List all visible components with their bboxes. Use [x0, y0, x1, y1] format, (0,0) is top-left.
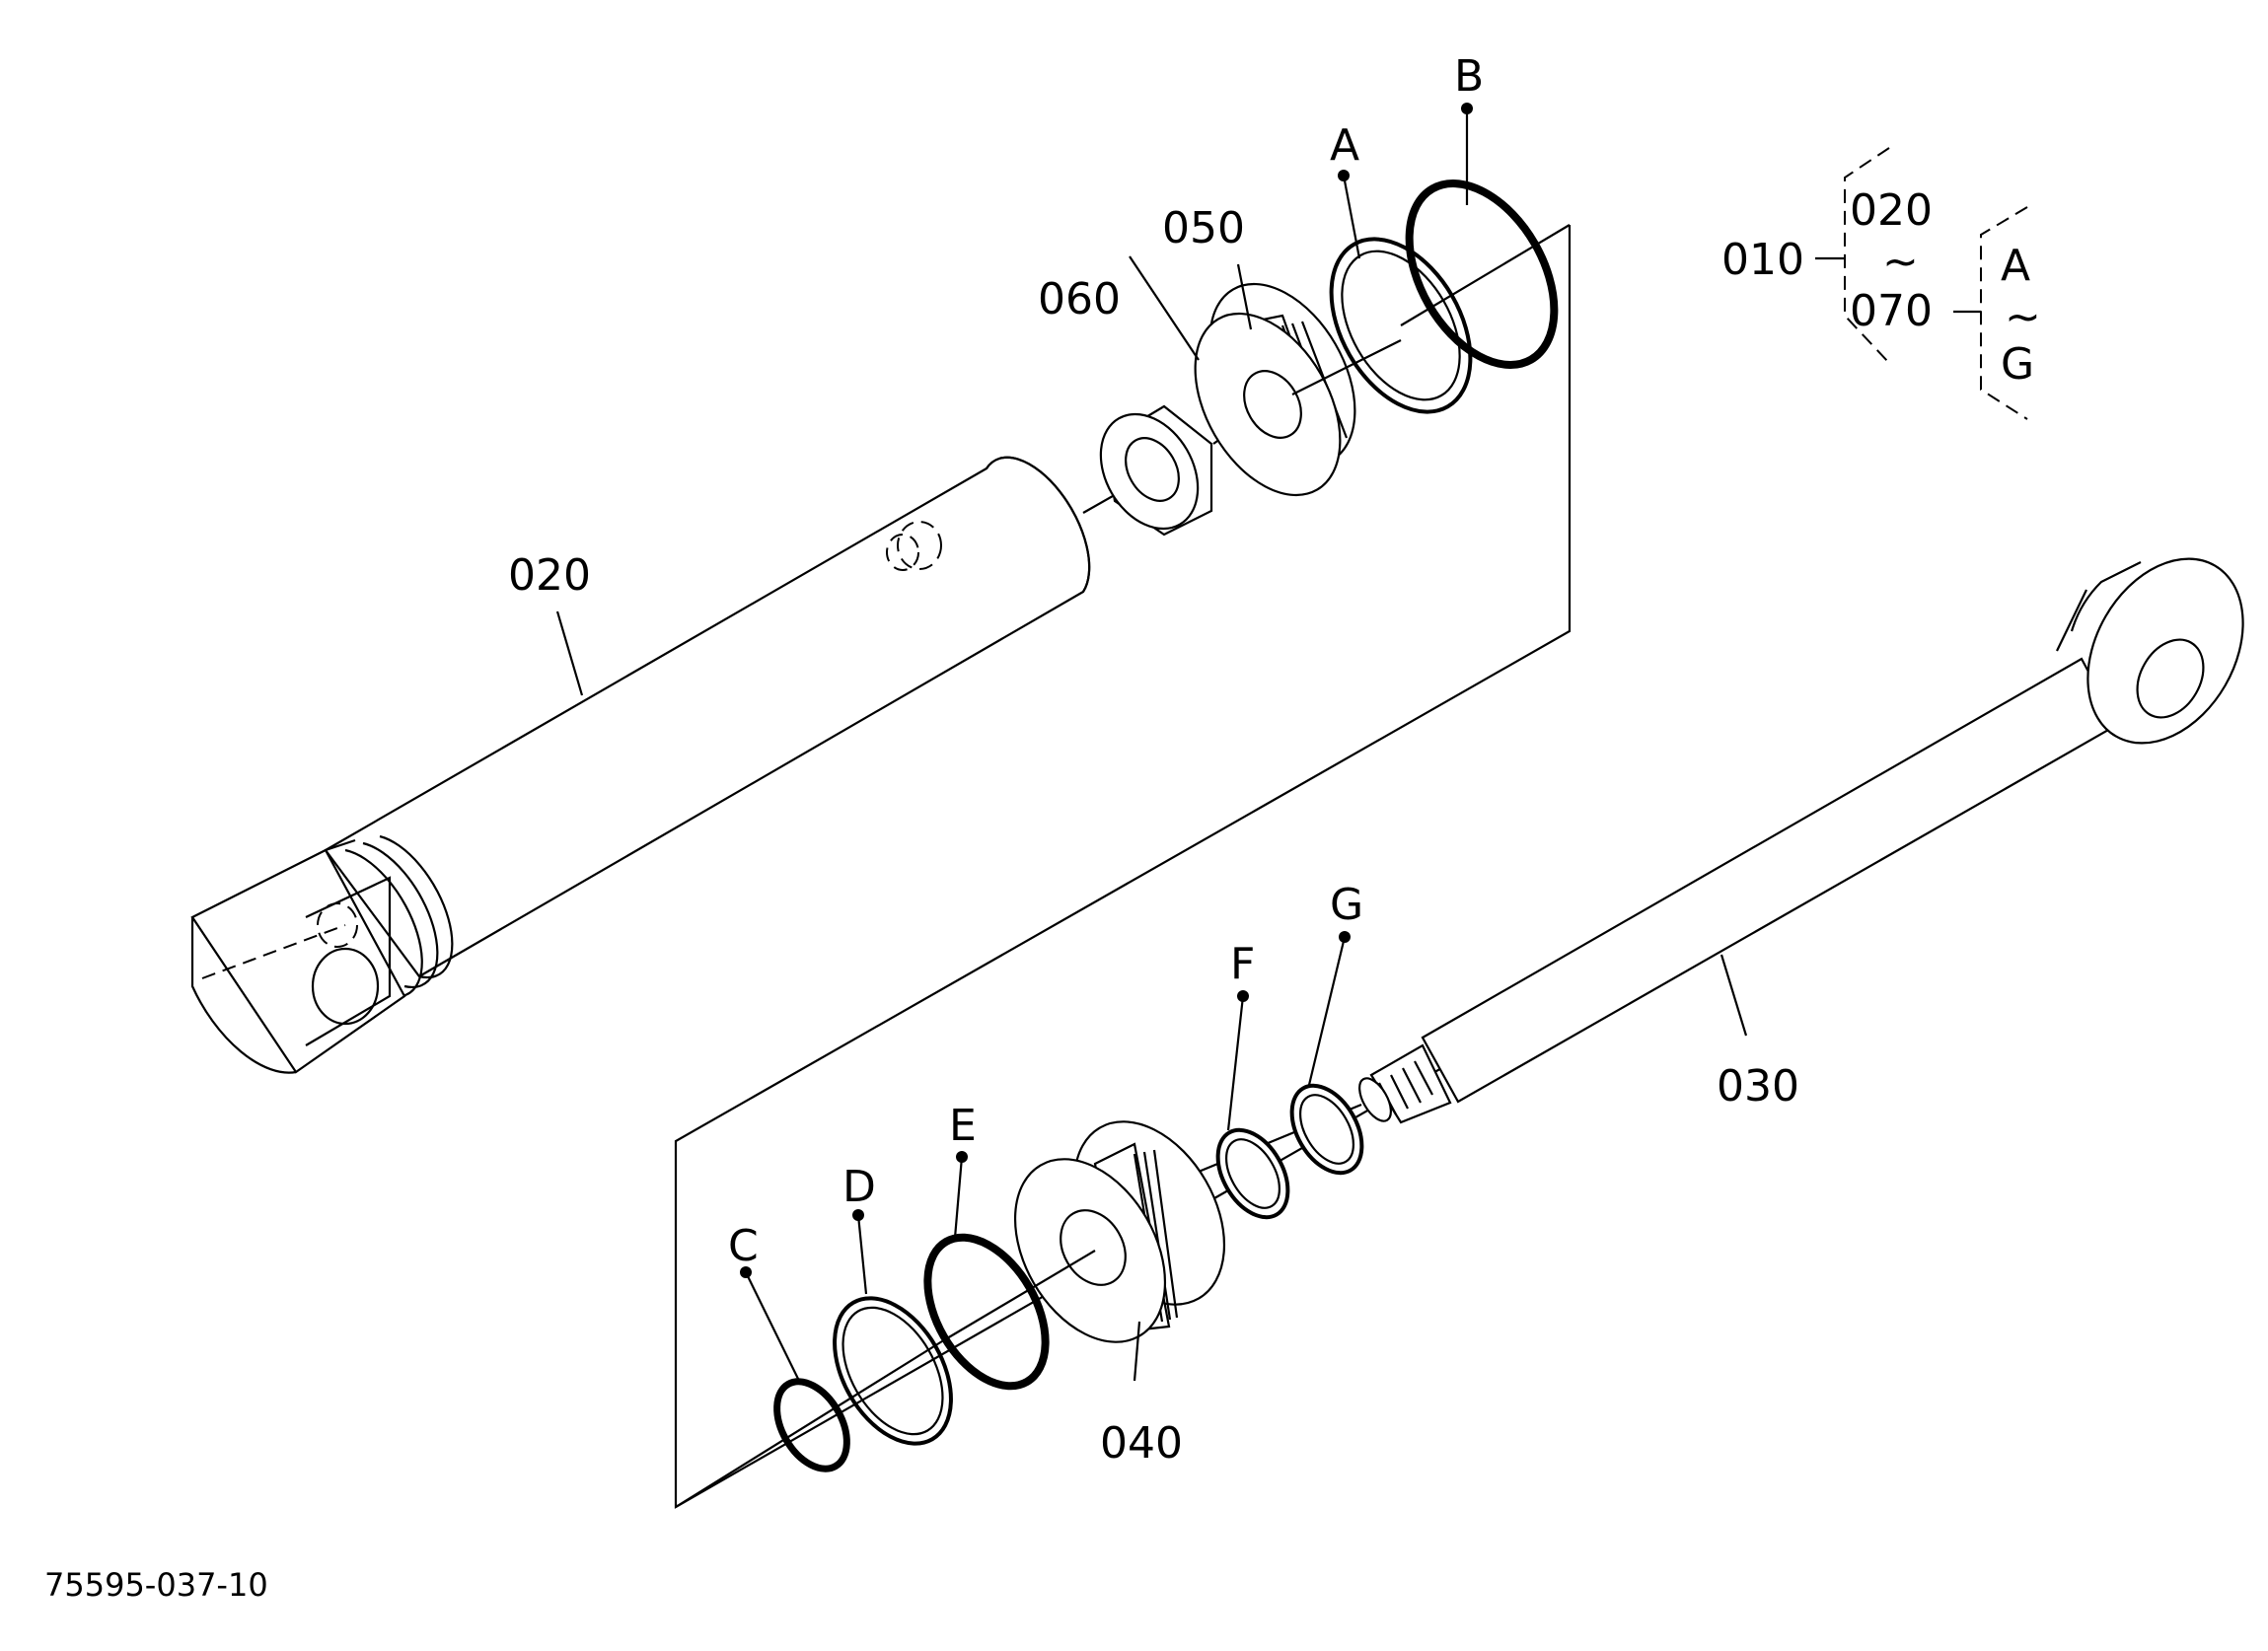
cylinder-tube[interactable]: [190, 456, 1128, 1074]
label-e: E: [949, 1101, 977, 1151]
label-c: C: [728, 1221, 759, 1271]
legend-kit-end: G: [2001, 339, 2034, 390]
label-a: A: [1330, 120, 1359, 171]
legend-kit-start: A: [2001, 241, 2030, 291]
legend-kit-tilde: ~: [2005, 292, 2041, 342]
piston-rod[interactable]: [1025, 531, 2268, 1245]
label-g: G: [1330, 880, 1363, 930]
label-040: 040: [1100, 1418, 1183, 1469]
label-020: 020: [508, 550, 591, 601]
label-030: 030: [1717, 1061, 1799, 1112]
legend-tilde: ~: [1882, 237, 1919, 287]
piston[interactable]: [941, 1095, 1255, 1368]
legend-range-start: 020: [1850, 185, 1933, 236]
assembly-legend: 010 020 ~ 070 A ~ G: [1721, 147, 2041, 420]
legend-range-end: 070: [1850, 286, 1933, 336]
seal-ring-g[interactable]: [1278, 1073, 1376, 1184]
drawing-number: 75595-037-10: [44, 1566, 268, 1604]
o-ring-b[interactable]: [1379, 158, 1583, 390]
label-b: B: [1454, 51, 1484, 102]
label-060: 060: [1038, 274, 1121, 324]
cylinder-head[interactable]: [1165, 258, 1402, 520]
o-ring-e[interactable]: [904, 1217, 1070, 1406]
label-f: F: [1230, 939, 1255, 989]
seal-ring-f[interactable]: [1204, 1117, 1302, 1229]
lock-nut[interactable]: [1081, 396, 1239, 545]
label-d: D: [842, 1162, 876, 1212]
seal-ring-c[interactable]: [763, 1369, 861, 1480]
legend-assembly: 010: [1721, 235, 1804, 285]
label-050: 050: [1162, 203, 1245, 253]
